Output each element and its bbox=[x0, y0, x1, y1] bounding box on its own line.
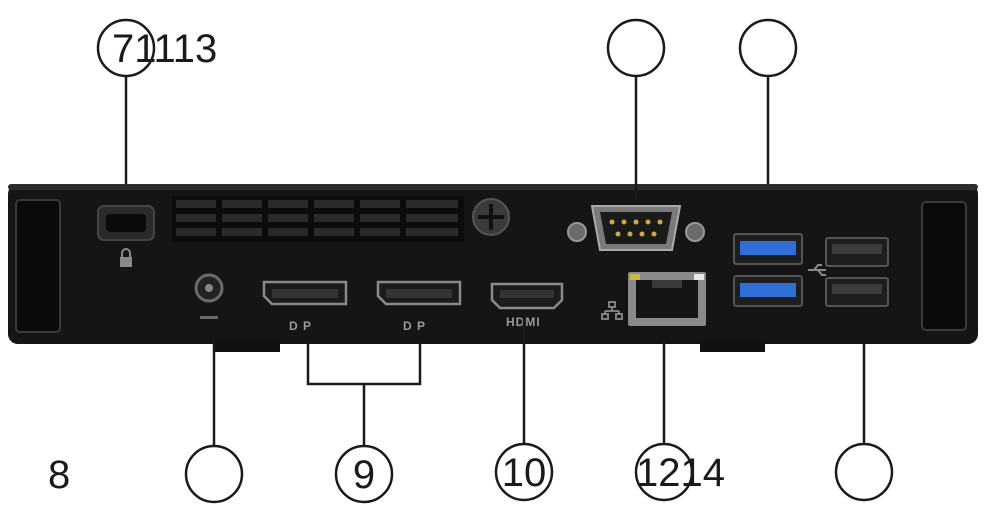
callout-circle-hdmi bbox=[494, 442, 554, 502]
callout-label-bottom-left: 8 bbox=[48, 453, 70, 497]
callout-circle-usb3 bbox=[738, 18, 798, 78]
dp2-label: D P bbox=[403, 319, 426, 333]
callout-label-ethernet: 1214 bbox=[636, 451, 725, 495]
vent-grille bbox=[172, 196, 464, 242]
callout-circle-top-left bbox=[96, 18, 156, 78]
callout-label-top-left: 71113 bbox=[112, 27, 217, 71]
serial-port bbox=[567, 205, 705, 251]
callout-circle-serial bbox=[606, 18, 666, 78]
lock-icon bbox=[120, 248, 132, 267]
callout-label-hdmi: 10 bbox=[502, 451, 547, 495]
callout-circle-dp bbox=[334, 444, 394, 504]
right-side-strip bbox=[921, 201, 967, 331]
foot-right bbox=[700, 340, 765, 352]
callout-circle-power bbox=[184, 444, 244, 504]
chassis-top-edge bbox=[8, 184, 978, 190]
network-icon bbox=[601, 301, 623, 320]
foot-left bbox=[215, 340, 280, 352]
dp1-label: D P bbox=[289, 319, 312, 333]
leader-lines bbox=[124, 76, 866, 448]
callout-circle-ethernet bbox=[634, 442, 694, 502]
usb3-port-top bbox=[733, 233, 803, 265]
callout-circle-usb2 bbox=[834, 442, 894, 502]
callout-label-dp: 9 bbox=[353, 453, 375, 497]
displayport-2 bbox=[376, 280, 462, 306]
usb3-port-bottom bbox=[733, 275, 803, 307]
thumb-screw bbox=[472, 198, 510, 236]
left-side-strip bbox=[15, 199, 61, 333]
dc-power-jack bbox=[194, 273, 224, 319]
ethernet-port bbox=[628, 272, 706, 326]
hdmi-port bbox=[490, 282, 564, 310]
usb2-port-bottom bbox=[825, 277, 889, 307]
usb2-port-top bbox=[825, 237, 889, 267]
displayport-1 bbox=[262, 280, 348, 306]
callout-circles bbox=[96, 18, 894, 504]
usb-icon bbox=[808, 264, 826, 276]
